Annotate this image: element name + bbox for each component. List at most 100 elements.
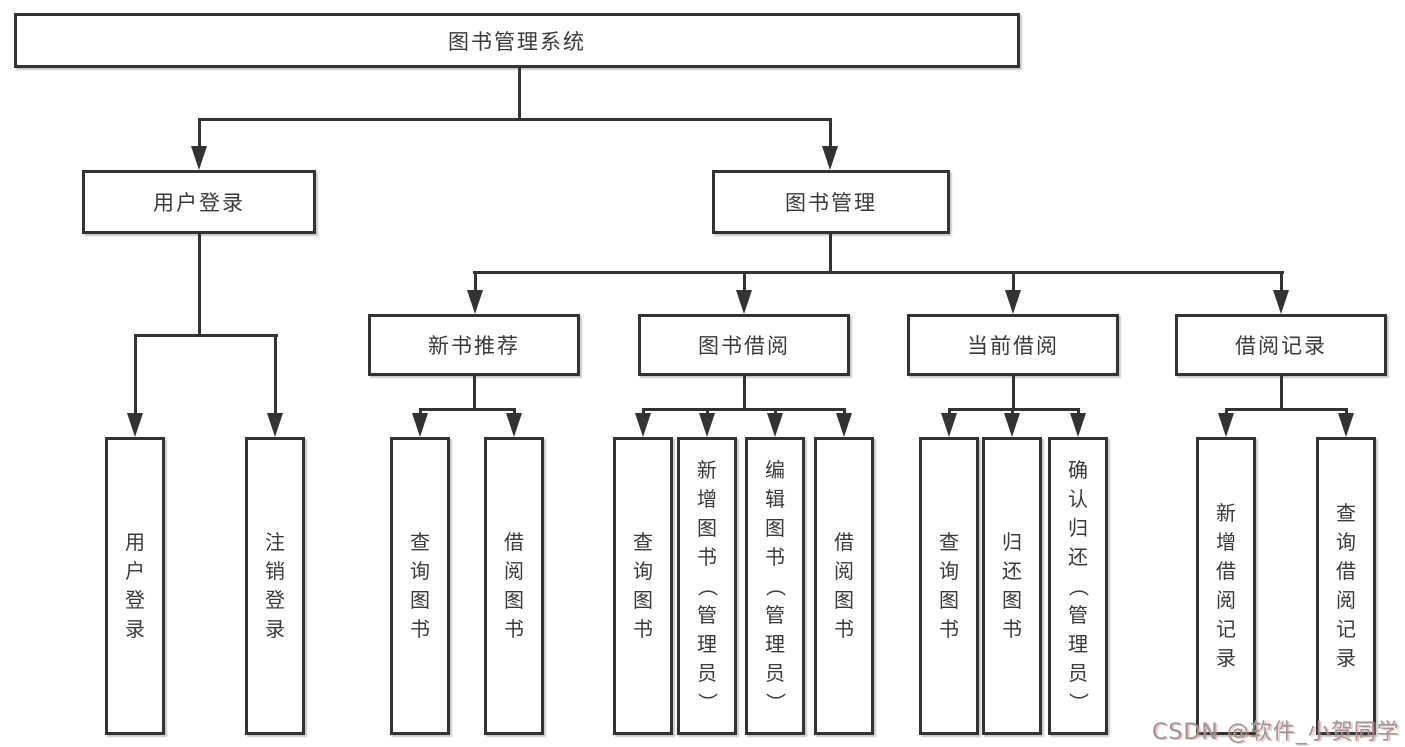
connector-leaf-drop — [134, 334, 137, 414]
node-root-library-system: 图书管理系统 — [14, 13, 1020, 68]
leaf-label-char: 书 — [697, 544, 717, 569]
arrowhead-to-user-login — [191, 146, 207, 170]
node-borrow-records: 借阅记录 — [1175, 314, 1387, 376]
leaf-query-books-borrow: 查询图书 — [613, 437, 673, 735]
leaf-label-char: 查 — [633, 530, 653, 554]
connector-bookborrow-stub — [743, 376, 746, 411]
leaf-label-char: 书 — [504, 617, 524, 641]
leaf-label-char: 图 — [939, 588, 959, 612]
leaf-label-char: 确 — [1068, 457, 1088, 482]
node-label: 图书借阅 — [698, 334, 790, 358]
leaf-label-char: 记 — [1216, 617, 1236, 641]
leaf-label-char: 员 — [697, 660, 717, 685]
connector-leaf-drop — [513, 408, 516, 416]
leaf-label-char: 录 — [1336, 646, 1356, 670]
leaf-label-char: （ — [763, 576, 788, 596]
connector-leaf-drop — [1225, 408, 1228, 416]
arrowhead-to-book-mgmt — [822, 146, 838, 170]
leaf-label-char: 销 — [265, 559, 285, 583]
connector-bookmgmt-drop — [829, 118, 832, 148]
leaf-label-char: 书 — [834, 617, 854, 641]
connector-records-bar — [1225, 408, 1348, 411]
leaf-label-char: 图 — [834, 588, 854, 612]
leaf-confirm-return-admin: 确认归还（管理员） — [1048, 437, 1108, 735]
leaf-label-char: 归 — [1002, 530, 1022, 554]
connector-borrow-drop — [743, 271, 746, 293]
leaf-label-char: 注 — [265, 530, 285, 554]
leaf-label-char: 查 — [939, 530, 959, 554]
connector-userlogin-stub — [198, 234, 201, 337]
connector-userlogin-bar — [134, 334, 278, 337]
csdn-watermark: CSDN @软件_小贺同学 — [1152, 720, 1400, 745]
leaf-label-char: 用 — [125, 530, 145, 554]
connector-bookborrow-bar — [642, 408, 846, 411]
leaf-label-char: 登 — [265, 588, 285, 612]
leaf-query-borrow-record: 查询借阅记录 — [1316, 437, 1376, 735]
connector-leaf-drop — [419, 408, 422, 416]
leaf-label-char: ） — [1066, 692, 1091, 712]
leaf-label-char: 书 — [633, 617, 653, 641]
leaf-label-char: 登 — [125, 588, 145, 612]
node-new-book-recommend: 新书推荐 — [368, 314, 580, 376]
leaf-label-char: 户 — [125, 559, 145, 583]
leaf-label-char: 借 — [504, 530, 524, 554]
leaf-borrow-books-newbook: 借阅图书 — [484, 437, 544, 735]
arrowhead-to-leaf — [635, 413, 651, 437]
arrowhead-to-leaf — [1218, 413, 1234, 437]
leaf-label-char: 阅 — [1336, 588, 1356, 612]
leaf-label-char: 员 — [1068, 660, 1088, 685]
leaf-label-char: 借 — [1336, 559, 1356, 583]
leaf-query-books-current: 查询图书 — [919, 437, 979, 735]
arrowhead-to-leaf — [1070, 413, 1086, 437]
connector-leaf-drop — [1345, 408, 1348, 416]
leaf-label-char: 认 — [1068, 486, 1088, 511]
leaf-label-char: 查 — [1336, 501, 1356, 525]
node-book-management: 图书管理 — [712, 170, 950, 234]
arrowhead-to-borrow-records — [1273, 290, 1289, 314]
leaf-label-char: 询 — [410, 559, 430, 583]
leaf-label-char: 管 — [697, 602, 717, 627]
leaf-logout: 注销登录 — [245, 437, 305, 735]
leaf-label-char: 辑 — [765, 486, 785, 511]
arrowhead-to-leaf — [699, 413, 715, 437]
leaf-label-char: 新 — [1216, 501, 1236, 525]
connector-leaf-drop — [1011, 408, 1014, 416]
leaf-label-char: 询 — [1336, 530, 1356, 554]
leaf-label-char: 理 — [765, 631, 785, 656]
connector-leaf-drop — [642, 408, 645, 416]
connector-newbook-bar — [419, 408, 516, 411]
connector-top-bar — [198, 118, 832, 121]
leaf-label-char: 图 — [633, 588, 653, 612]
leaf-borrow-books: 借阅图书 — [814, 437, 874, 735]
leaf-label-char: 书 — [939, 617, 959, 641]
arrowhead-to-leaf — [506, 413, 522, 437]
connector-bookmgmt-stub — [829, 234, 832, 274]
leaf-label-char: 还 — [1002, 559, 1022, 583]
leaf-label-char: 录 — [265, 617, 285, 641]
connector-leaf-drop — [274, 334, 277, 414]
leaf-label-char: 借 — [834, 530, 854, 554]
node-label: 图书管理 — [785, 191, 877, 215]
leaf-label-char: 阅 — [834, 559, 854, 583]
leaf-label-char: 阅 — [1216, 588, 1236, 612]
node-current-borrow: 当前借阅 — [907, 314, 1119, 376]
leaf-label-char: 记 — [1336, 617, 1356, 641]
leaf-label-char: 归 — [1068, 515, 1088, 540]
connector-userlogin-drop — [198, 118, 201, 148]
leaf-label-char: 录 — [1216, 646, 1236, 670]
leaf-user-login: 用户登录 — [105, 437, 165, 735]
leaf-label-char: 编 — [765, 457, 785, 482]
connector-leaf-drop — [1077, 408, 1080, 416]
connector-level3-bar — [473, 271, 1284, 274]
leaf-label-char: 询 — [939, 559, 959, 583]
leaf-label-char: 理 — [1068, 631, 1088, 656]
leaf-label-char: 借 — [1216, 559, 1236, 583]
leaf-label-char: 管 — [1068, 602, 1088, 627]
leaf-label-char: 新 — [697, 457, 717, 482]
connector-records-drop — [1280, 271, 1283, 293]
leaf-label-char: 还 — [1068, 544, 1088, 569]
node-label: 图书管理系统 — [448, 29, 586, 54]
leaf-label-char: 书 — [410, 617, 430, 641]
connector-leaf-drop — [706, 408, 709, 416]
arrowhead-to-leaf-user-login — [127, 413, 143, 437]
